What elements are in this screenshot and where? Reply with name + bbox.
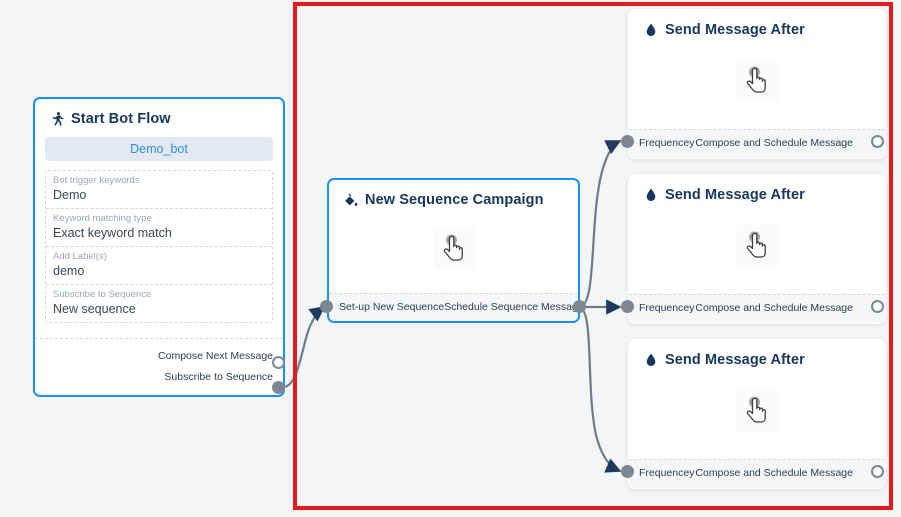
port-label-frequency: Frequencey bbox=[639, 302, 695, 314]
node-title-send-message-after-3: Send Message After bbox=[629, 340, 885, 372]
port-label-compose-and-schedule-message: Compose and Schedule Message bbox=[695, 467, 853, 479]
send-message-after-title-text-3: Send Message After bbox=[665, 352, 805, 368]
port-compose-and-schedule-message-3[interactable] bbox=[871, 465, 884, 478]
water-drop-icon bbox=[646, 353, 656, 366]
field-value: Exact keyword match bbox=[53, 226, 172, 240]
port-label-compose-and-schedule-message: Compose and Schedule Message bbox=[695, 302, 853, 314]
field-subscribe-to-sequence[interactable]: Subscribe to Sequence New sequence bbox=[46, 285, 272, 322]
port-schedule-sequence-message[interactable] bbox=[573, 300, 586, 313]
paint-pour-icon bbox=[345, 193, 358, 206]
edge-campaign-to-card-3 bbox=[579, 305, 622, 473]
port-label-compose-and-schedule-message: Compose and Schedule Message bbox=[695, 137, 853, 149]
port-label-frequency: Frequencey bbox=[639, 137, 695, 149]
port-setup-new-sequence[interactable] bbox=[320, 300, 333, 313]
pointing-hand-cursor-icon bbox=[434, 228, 476, 270]
field-bot-trigger-keywords[interactable]: Bot trigger keywords Demo bbox=[46, 171, 272, 209]
campaign-port-row[interactable]: Set-up New Sequence Schedule Sequence Me… bbox=[329, 294, 584, 320]
send-message-port-row-2[interactable]: Frequencey Compose and Schedule Message bbox=[629, 295, 885, 321]
node-start-bot-flow[interactable]: Start Bot Flow Demo_bot Bot trigger keyw… bbox=[33, 97, 285, 397]
field-value: New sequence bbox=[53, 302, 136, 316]
node-title-send-message-after-1: Send Message After bbox=[629, 10, 885, 42]
field-label: Keyword matching type bbox=[53, 213, 152, 224]
bot-name-pill[interactable]: Demo_bot bbox=[45, 137, 273, 161]
node-title-start-bot-flow: Start Bot Flow bbox=[35, 99, 283, 131]
node-title-new-sequence-campaign: New Sequence Campaign bbox=[329, 180, 578, 212]
running-person-icon bbox=[52, 112, 64, 126]
send-message-port-row-1[interactable]: Frequencey Compose and Schedule Message bbox=[629, 130, 885, 156]
port-label-frequency: Frequencey bbox=[639, 467, 695, 479]
pointing-hand-cursor-icon bbox=[737, 390, 779, 432]
port-label-setup-new-sequence: Set-up New Sequence bbox=[339, 301, 445, 313]
new-sequence-campaign-footer: Set-up New Sequence Schedule Sequence Me… bbox=[329, 293, 584, 321]
edge-subscribe-to-campaign bbox=[283, 306, 326, 389]
node-send-message-after-1[interactable]: Send Message After Frequencey Compose an… bbox=[628, 9, 886, 159]
start-bot-flow-fields: Bot trigger keywords Demo Keyword matchi… bbox=[45, 170, 273, 323]
port-compose-and-schedule-message-1[interactable] bbox=[871, 135, 884, 148]
node-send-message-after-2[interactable]: Send Message After Frequencey Compose an… bbox=[628, 174, 886, 324]
field-label: Subscribe to Sequence bbox=[53, 289, 152, 300]
send-message-after-title-text-2: Send Message After bbox=[665, 187, 805, 203]
field-add-labels[interactable]: Add Label(s) demo bbox=[46, 247, 272, 285]
node-send-message-after-3[interactable]: Send Message After Frequencey Compose an… bbox=[628, 339, 886, 489]
field-label: Bot trigger keywords bbox=[53, 175, 140, 186]
send-message-after-title-text-1: Send Message After bbox=[665, 22, 805, 38]
send-message-after-footer-1: Frequencey Compose and Schedule Message bbox=[629, 129, 885, 158]
water-drop-icon bbox=[646, 23, 656, 36]
port-frequency-3[interactable] bbox=[621, 465, 634, 478]
port-frequency-2[interactable] bbox=[621, 300, 634, 313]
send-message-port-row-3[interactable]: Frequencey Compose and Schedule Message bbox=[629, 460, 885, 486]
edge-campaign-to-card-1 bbox=[579, 140, 622, 309]
node-title-send-message-after-2: Send Message After bbox=[629, 175, 885, 207]
new-sequence-campaign-title-text: New Sequence Campaign bbox=[365, 192, 544, 208]
port-frequency-1[interactable] bbox=[621, 135, 634, 148]
node-new-sequence-campaign[interactable]: New Sequence Campaign Set-up New Sequenc… bbox=[327, 178, 584, 323]
field-value: demo bbox=[53, 264, 85, 278]
port-compose-next-message[interactable] bbox=[272, 356, 285, 369]
field-value: Demo bbox=[53, 188, 87, 202]
port-label-schedule-sequence-message: Schedule Sequence Message bbox=[444, 301, 584, 313]
pointing-hand-cursor-icon bbox=[737, 60, 779, 102]
port-row-subscribe-to-sequence[interactable]: Subscribe to Sequence bbox=[35, 366, 283, 387]
field-keyword-matching-type[interactable]: Keyword matching type Exact keyword matc… bbox=[46, 209, 272, 247]
port-compose-and-schedule-message-2[interactable] bbox=[871, 300, 884, 313]
pointing-hand-cursor-icon bbox=[737, 225, 779, 267]
water-drop-icon bbox=[646, 188, 656, 201]
send-message-after-footer-2: Frequencey Compose and Schedule Message bbox=[629, 294, 885, 323]
port-row-compose-next-message[interactable]: Compose Next Message bbox=[35, 345, 283, 366]
start-bot-flow-footer: Compose Next Message Subscribe to Sequen… bbox=[35, 338, 283, 395]
port-label: Subscribe to Sequence bbox=[164, 370, 273, 383]
port-label: Compose Next Message bbox=[158, 349, 273, 362]
field-label: Add Label(s) bbox=[53, 251, 107, 262]
port-subscribe-to-sequence[interactable] bbox=[272, 381, 285, 394]
start-bot-flow-title-text: Start Bot Flow bbox=[71, 111, 171, 127]
send-message-after-footer-3: Frequencey Compose and Schedule Message bbox=[629, 459, 885, 488]
